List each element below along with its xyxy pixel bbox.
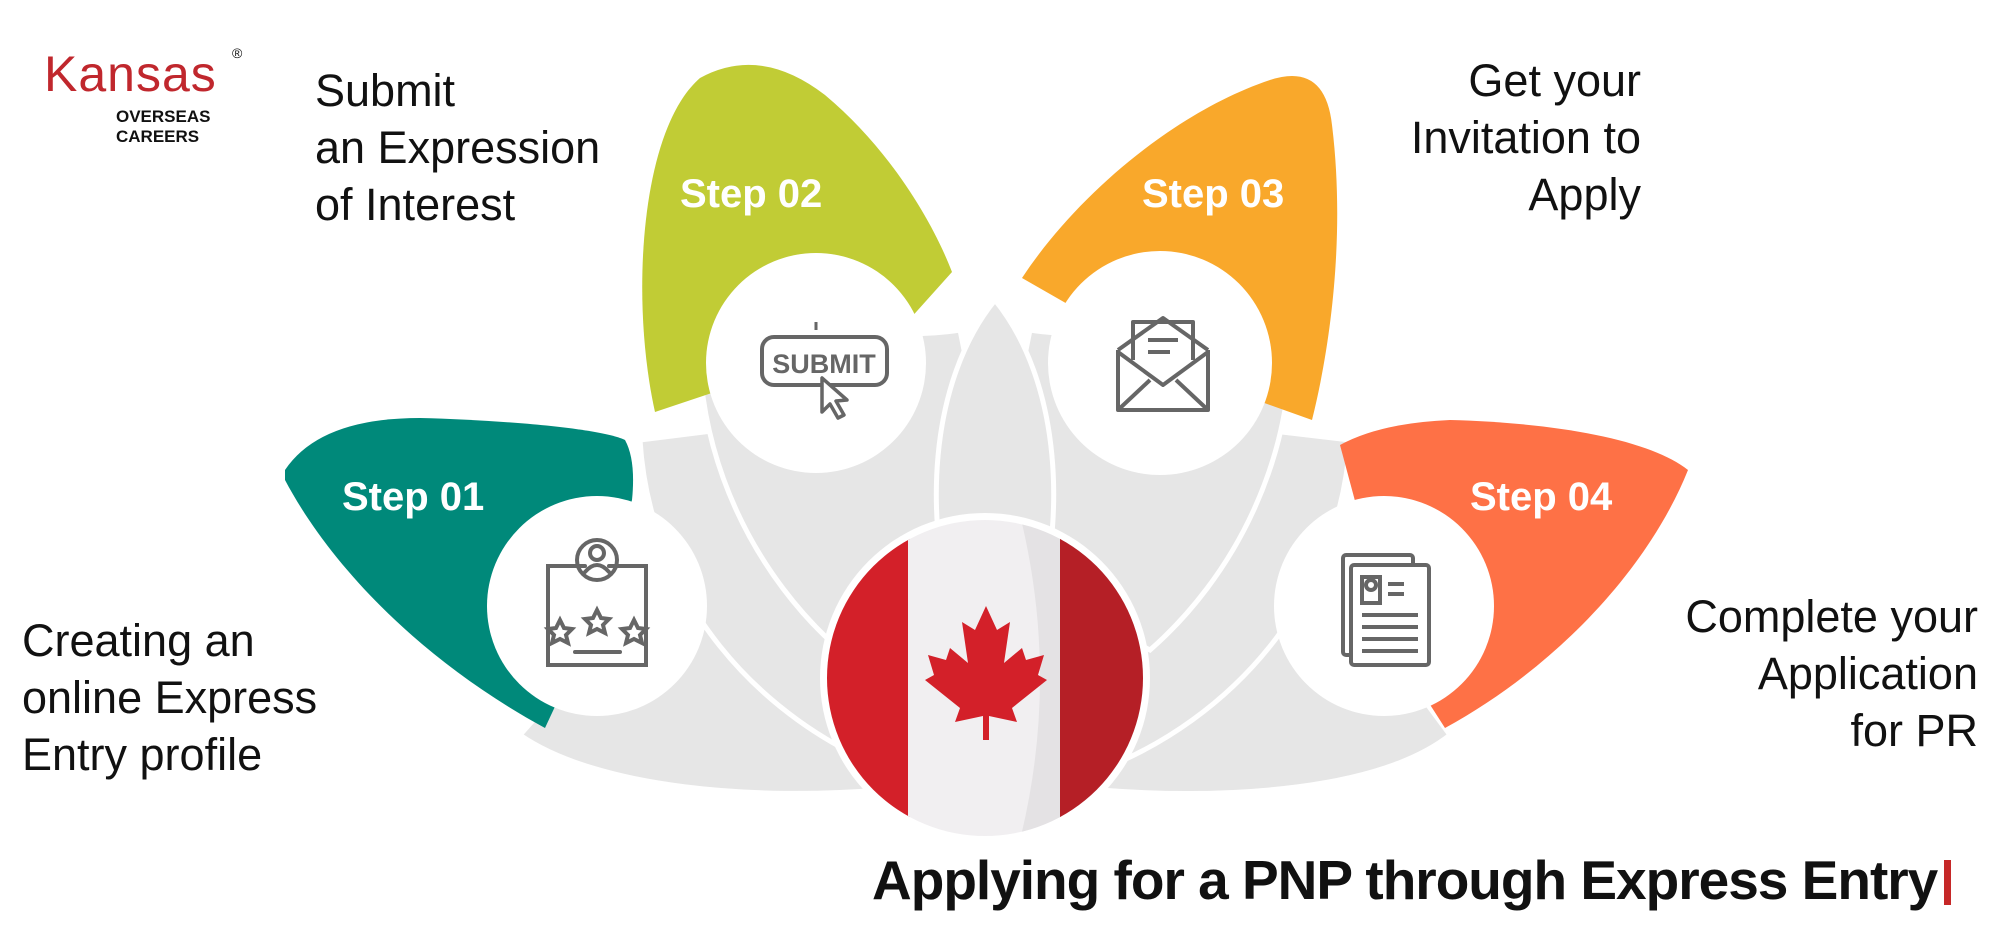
step-01-description: Creating an online Express Entry profile: [22, 612, 317, 783]
step-01-label: Step 01: [342, 475, 485, 519]
description-line: of Interest: [315, 179, 516, 230]
submit-button-icon: SUBMIT: [760, 322, 889, 420]
description-line: Invitation to: [1410, 112, 1641, 163]
step-02-label: Step 02: [680, 172, 823, 216]
description-line: for PR: [1850, 705, 1978, 756]
documents-icon: [1341, 553, 1431, 667]
description-line: online Express: [22, 672, 318, 723]
step-02-description: Submit an Expression of Interest: [315, 62, 600, 233]
kansas-logo: Kansas ® OVERSEAS CAREERS: [44, 45, 294, 146]
step-03-label: Step 03: [1142, 172, 1285, 216]
step-04-label: Step 04: [1470, 475, 1613, 519]
description-line: an Expression: [315, 122, 601, 173]
description-line: Apply: [1528, 169, 1641, 220]
logo-wordmark: Kansas: [44, 46, 217, 102]
description-line: Application: [1757, 648, 1978, 699]
step-03-icon-circle: [1048, 251, 1272, 475]
description-line: Get your: [1468, 55, 1641, 106]
description-line: Entry profile: [22, 729, 263, 780]
logo-tagline: OVERSEAS CAREERS: [116, 107, 211, 146]
step-04-description: Complete your Application for PR: [1685, 588, 1978, 759]
svg-text:SUBMIT: SUBMIT: [772, 349, 876, 379]
page-title: Applying for a PNP through Express Entry: [872, 849, 1938, 911]
canada-flag-icon: [820, 513, 1150, 843]
envelope-letter-icon: [1116, 316, 1210, 412]
step-02-icon-circle: [706, 253, 926, 473]
profile-rating-icon: [543, 538, 651, 667]
description-line: Submit: [315, 65, 456, 116]
description-line: Complete your: [1685, 591, 1978, 642]
logo-registered-mark: ®: [232, 45, 243, 61]
step-03-description: Get your Invitation to Apply: [1411, 52, 1641, 223]
description-line: Creating an: [22, 615, 255, 666]
title-accent-bar: [1944, 860, 1951, 905]
